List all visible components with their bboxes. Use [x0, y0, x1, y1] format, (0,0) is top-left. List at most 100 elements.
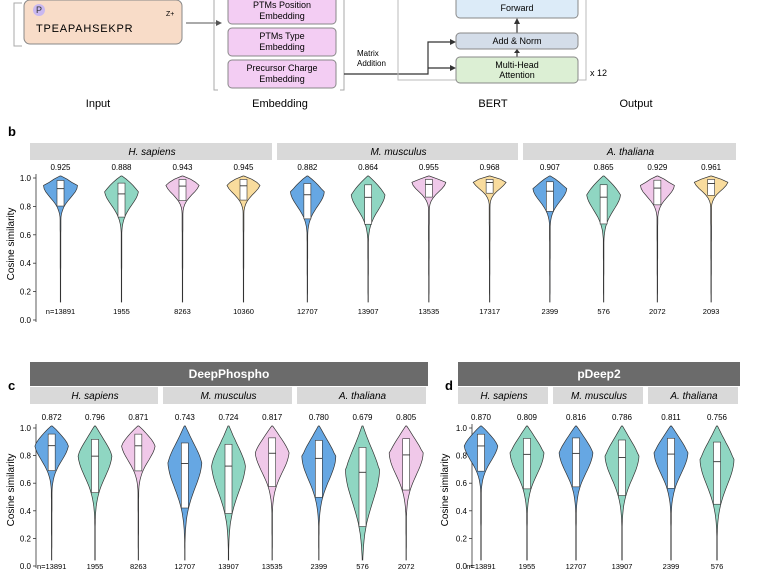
facet-strip — [277, 143, 518, 160]
charge-marker: Z+ — [166, 11, 174, 18]
n-label: 576 — [356, 562, 369, 571]
violin — [43, 175, 78, 303]
facet-strip-label: M. musculus — [370, 147, 426, 158]
section-label-input: Input — [86, 98, 110, 110]
n-label: 10360 — [233, 307, 254, 316]
bert-addnorm-label: Add & Norm — [492, 36, 541, 46]
violin — [411, 175, 447, 303]
n-label: n=13891 — [46, 307, 75, 316]
y-tick-label: 0.6 — [20, 231, 32, 240]
arrow-embedding-bert — [344, 41, 450, 75]
median-value-label: 0.968 — [480, 163, 501, 172]
y-tick-label: 0.0 — [20, 562, 32, 571]
section-label-embedding: Embedding — [252, 98, 308, 110]
n-label: 576 — [597, 307, 610, 316]
box — [224, 443, 233, 514]
violin — [290, 175, 325, 303]
violin — [653, 425, 689, 561]
median-value-label: 0.864 — [358, 163, 379, 172]
n-label: 13535 — [418, 307, 439, 316]
median-value-label: 0.907 — [540, 163, 561, 172]
chart-title: DeepPhospho — [189, 367, 270, 381]
box — [181, 442, 189, 509]
n-label: 2072 — [398, 562, 415, 571]
facet-strip — [163, 387, 292, 404]
embedding-box-charge — [227, 59, 337, 89]
facet-strip-label: M. musculus — [571, 391, 627, 402]
median-value-label: 0.816 — [566, 413, 587, 422]
y-axis-label: Cosine similarity — [440, 454, 451, 527]
n-label: 8263 — [130, 562, 147, 571]
n-label: 13907 — [218, 562, 239, 571]
facet-strip-label: A. thaliana — [669, 391, 718, 402]
median-value-label: 0.796 — [85, 413, 106, 422]
facet-strip — [458, 387, 548, 404]
bert-forward-label: Forward — [500, 3, 533, 13]
facet-strip — [30, 143, 272, 160]
y-tick-label: 0.8 — [20, 202, 32, 211]
y-tick-label: 0.8 — [20, 452, 32, 461]
y-tick-label: 0.0 — [456, 562, 468, 571]
box — [364, 184, 372, 225]
violin — [532, 175, 568, 303]
median-value-label: 0.929 — [647, 163, 668, 172]
arrowhead-5 — [514, 49, 520, 53]
box — [268, 437, 276, 487]
violin — [472, 175, 507, 303]
arrowhead-2 — [450, 39, 456, 45]
title-bar — [458, 362, 740, 386]
median-value-label: 0.945 — [233, 163, 254, 172]
median-value-label: 0.805 — [396, 413, 417, 422]
y-tick-label: 0.2 — [20, 288, 32, 297]
n-label: 2399 — [310, 562, 327, 571]
ptm-marker: P — [36, 5, 42, 15]
embedding-box-position — [227, 0, 337, 25]
facet-strip-label: A. thaliana — [606, 147, 655, 158]
embedding-box-type — [227, 27, 337, 57]
violin — [165, 175, 200, 303]
median-value-label: 0.943 — [172, 163, 193, 172]
median-value-label: 0.865 — [594, 163, 615, 172]
violin — [639, 175, 675, 303]
arrowhead-4 — [514, 18, 520, 24]
y-tick-label: 0.8 — [456, 452, 468, 461]
y-tick-label: 1.0 — [20, 174, 32, 183]
median-value-label: 0.780 — [309, 413, 330, 422]
box — [707, 179, 715, 196]
violin — [254, 425, 290, 561]
n-label: 13907 — [358, 307, 379, 316]
arrowhead-1 — [216, 20, 222, 26]
title-bar — [30, 362, 428, 386]
n-label: 1955 — [519, 562, 536, 571]
median-value-label: 0.786 — [612, 413, 633, 422]
box — [667, 437, 675, 489]
median-value-label: 0.882 — [297, 163, 318, 172]
median-value-label: 0.871 — [128, 413, 149, 422]
box — [653, 179, 662, 206]
box — [303, 183, 312, 220]
facet-strip-label: M. musculus — [200, 391, 256, 402]
arrowhead-3 — [450, 65, 456, 71]
repeat-label: x 12 — [590, 68, 607, 78]
box — [91, 439, 99, 493]
section-label-output: Output — [619, 98, 652, 110]
box — [134, 433, 143, 472]
chart-title: pDeep2 — [577, 367, 621, 381]
violin — [388, 425, 424, 561]
box — [485, 179, 494, 194]
y-tick-label: 0.2 — [20, 534, 32, 543]
box — [358, 447, 367, 527]
y-tick-label: 0.4 — [456, 507, 468, 516]
y-tick-label: 1.0 — [20, 424, 32, 433]
n-label: 2093 — [703, 307, 720, 316]
median-value-label: 0.809 — [517, 413, 538, 422]
y-axis-label: Cosine similarity — [6, 208, 17, 281]
panel-label: c — [8, 378, 15, 393]
violin — [463, 425, 499, 561]
